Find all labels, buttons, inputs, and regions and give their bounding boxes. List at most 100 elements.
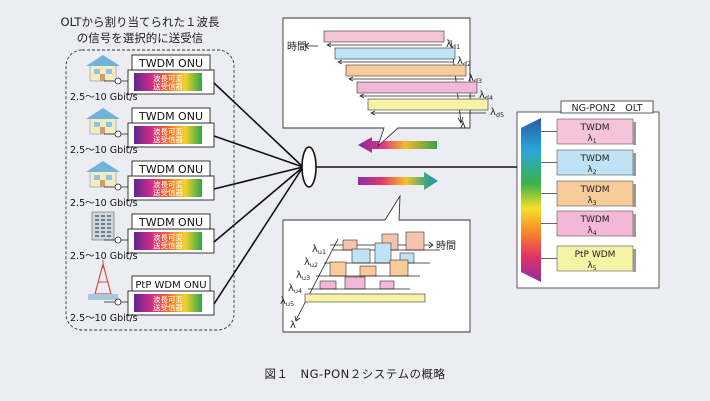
office-window [101, 231, 105, 233]
olt-unit-shadow [633, 153, 636, 176]
house-icon [86, 55, 120, 82]
olt-unit-label: TWDM [579, 185, 609, 195]
fiber-line [213, 166, 304, 243]
chip-label-line2: 送受信器 [153, 134, 183, 144]
onu-port [114, 183, 122, 191]
office-window [107, 219, 111, 221]
house-window [106, 175, 112, 180]
house-window [94, 69, 100, 74]
onu-port [114, 130, 122, 138]
downstream-arrow [358, 137, 437, 153]
downstream-channel-arrowhead [337, 59, 343, 65]
olt-unit-wavelength: λ2 [587, 165, 596, 176]
onu-port [114, 77, 122, 85]
upstream-burst [319, 280, 337, 290]
house-door [100, 74, 105, 81]
chip-label-line1: 波長可変 [153, 179, 183, 189]
upstream-lambda-axis [295, 238, 339, 321]
office-window [95, 215, 99, 217]
upstream-burst [342, 239, 358, 251]
downstream-channel-arrowhead [348, 76, 354, 82]
onu-label: PtP WDM ONU [135, 280, 206, 291]
house-door [100, 180, 105, 187]
office-window [95, 235, 99, 237]
fiber-line [213, 135, 304, 168]
olt-unit-wavelength: λ1 [587, 134, 596, 145]
office-window [101, 219, 105, 221]
olt-title-tab [560, 100, 654, 114]
optical-splitter [301, 146, 317, 188]
downstream-time-arrowhead [304, 42, 310, 50]
olt-unit-wavelength: λ4 [587, 226, 596, 237]
upstream-lambda-axis-label: λ [290, 320, 296, 331]
chip-label-line2: 送受信器 [153, 81, 183, 91]
tunable-transceiver-chip [134, 73, 202, 91]
fiber-line [213, 166, 304, 305]
onu-label: TWDM ONU [138, 163, 203, 176]
downstream-lambda-axis-label: λ [460, 120, 466, 131]
olt-unit-shadow [633, 184, 636, 207]
office-window [95, 227, 99, 229]
upstream-burst [344, 276, 366, 290]
onu-rate: 2.5〜10 Gbit/s [70, 145, 138, 156]
onu-label-tab [131, 213, 211, 230]
olt-unit-label: PtP WDM [575, 250, 616, 260]
downstream-channel-bar [356, 81, 478, 94]
house-window [94, 122, 100, 127]
downstream-time-label: 時間 [287, 41, 307, 53]
olt-unit-label: TWDM [579, 215, 609, 225]
onu-label: TWDM ONU [138, 110, 203, 123]
downstream-channel-arrowhead [370, 110, 376, 116]
house-roof [86, 161, 120, 172]
office-window [107, 235, 111, 237]
onu-group-header-line2: の信号を選択的に送受信 [77, 31, 204, 45]
tunable-transceiver-chip [134, 232, 202, 250]
office-window [95, 219, 99, 221]
olt-unit-shadow [633, 122, 636, 145]
upstream-burst [304, 293, 426, 303]
downstream-channel-arrowhead [326, 42, 332, 48]
fiber-line [213, 166, 304, 190]
upstream-time-label: 時間 [436, 240, 456, 252]
olt-unit-box [556, 180, 634, 207]
house-icon [86, 161, 120, 188]
tower-base [88, 294, 118, 300]
office-window [101, 215, 105, 217]
office-window [107, 215, 111, 217]
olt-unit-box [556, 149, 634, 176]
office-window [107, 227, 111, 229]
house-roof [86, 55, 120, 66]
fiber-line [213, 82, 304, 168]
tunable-transceiver-chip [134, 179, 202, 197]
olt-unit-label: TWDM [579, 123, 609, 133]
chip-label-line2: 送受信器 [153, 302, 183, 312]
onu-port [114, 298, 122, 306]
olt-unit-wavelength: λ3 [587, 196, 596, 207]
figure-caption: 図１ NG-PON２システムの概略 [264, 367, 446, 381]
downstream-channel-bar [323, 30, 445, 43]
olt-unit-shadow [633, 249, 636, 272]
olt-unit-wavelength: λ5 [587, 261, 596, 272]
upstream-time-arrowhead [428, 241, 434, 249]
chip-label-line1: 波長可変 [153, 232, 183, 242]
upstream-burst [329, 261, 347, 277]
tunable-transceiver-chip [134, 126, 202, 144]
house-door [100, 127, 105, 134]
onu-label-tab [131, 54, 211, 71]
downstream-channel-label: λd5 [490, 107, 504, 119]
onu-group-header-line1: OLTから割り当てられた１波長 [61, 15, 220, 29]
tower-icon [88, 260, 118, 300]
chip-label-line2: 送受信器 [153, 240, 183, 250]
house-icon [86, 108, 120, 135]
office-icon [91, 211, 115, 241]
office-window [95, 231, 99, 233]
olt-unit-label: TWDM [579, 154, 609, 164]
